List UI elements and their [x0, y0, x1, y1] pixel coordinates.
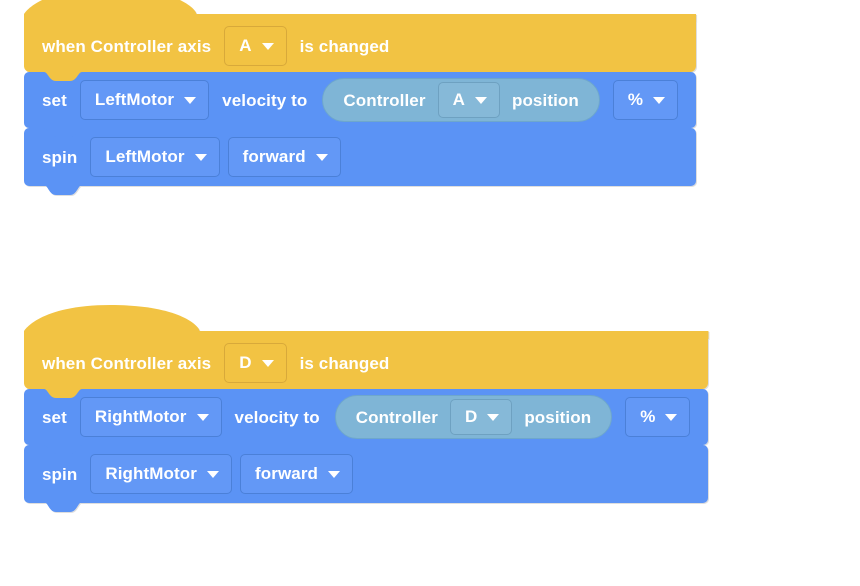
- spin-motor-dropdown[interactable]: LeftMotor: [90, 137, 220, 177]
- controller-axis-position-reporter[interactable]: Controller D position: [334, 395, 613, 439]
- script-stack-left-motor[interactable]: when Controller axis A is changed set Le…: [24, 0, 697, 195]
- spin-motor-dropdown-value: RightMotor: [105, 464, 197, 483]
- reporter-suffix-label: position: [524, 407, 592, 427]
- reporter-suffix-label: position: [511, 90, 579, 110]
- unit-dropdown[interactable]: %: [625, 397, 691, 437]
- spin-keyword: spin: [42, 464, 78, 484]
- chevron-down-icon: [474, 96, 487, 104]
- set-motor-velocity-block[interactable]: set RightMotor velocity to Controller D …: [24, 389, 709, 445]
- axis-dropdown-value: A: [239, 36, 252, 55]
- motor-dropdown-value: LeftMotor: [94, 90, 175, 109]
- chevron-down-icon: [196, 413, 209, 421]
- motor-dropdown[interactable]: RightMotor: [79, 397, 222, 437]
- set-keyword: set: [42, 407, 67, 427]
- chevron-down-icon: [665, 413, 678, 421]
- chevron-down-icon: [261, 359, 274, 367]
- chevron-down-icon: [328, 470, 341, 478]
- chevron-down-icon: [207, 470, 219, 478]
- chevron-down-icon: [184, 96, 197, 104]
- velocity-to-label: velocity to: [234, 407, 320, 427]
- set-motor-velocity-block[interactable]: set LeftMotor velocity to Controller A p…: [24, 72, 697, 128]
- script-stack-right-motor[interactable]: when Controller axis D is changed set Ri…: [24, 305, 709, 512]
- chevron-down-icon: [315, 153, 328, 161]
- spin-motor-block[interactable]: spin LeftMotor forward: [24, 128, 697, 195]
- unit-dropdown-value: %: [640, 407, 656, 426]
- axis-dropdown[interactable]: D: [224, 343, 287, 383]
- spin-direction-value: forward: [255, 464, 319, 483]
- spin-direction-value: forward: [242, 147, 306, 166]
- hat-label-prefix: when Controller axis: [42, 36, 212, 56]
- hat-label-suffix: is changed: [299, 36, 390, 56]
- unit-dropdown[interactable]: %: [612, 80, 679, 120]
- hat-label-prefix: when Controller axis: [42, 353, 212, 373]
- spin-direction-dropdown[interactable]: forward: [227, 137, 341, 177]
- reporter-axis-dropdown[interactable]: A: [437, 82, 500, 118]
- controller-axis-position-reporter[interactable]: Controller A position: [322, 78, 600, 122]
- block-top-notch: [40, 72, 86, 81]
- motor-dropdown[interactable]: LeftMotor: [79, 80, 210, 120]
- hat-block-cap-shape: [24, 0, 697, 22]
- chevron-down-icon: [261, 42, 274, 50]
- spin-motor-dropdown[interactable]: RightMotor: [90, 454, 232, 494]
- block-bottom-bump: [40, 502, 86, 512]
- spin-direction-dropdown[interactable]: forward: [240, 454, 354, 494]
- axis-dropdown[interactable]: A: [224, 26, 287, 66]
- spin-motor-dropdown-value: LeftMotor: [105, 147, 185, 166]
- hat-label-suffix: is changed: [299, 353, 390, 373]
- chevron-down-icon: [194, 153, 207, 161]
- chevron-down-icon: [487, 413, 500, 421]
- block-top-notch: [40, 128, 86, 137]
- spin-keyword: spin: [42, 147, 78, 167]
- reporter-axis-dropdown[interactable]: D: [449, 399, 513, 435]
- spin-motor-block[interactable]: spin RightMotor forward: [24, 445, 709, 512]
- motor-dropdown-value: RightMotor: [94, 407, 187, 426]
- set-keyword: set: [42, 90, 67, 110]
- block-bottom-bump: [40, 185, 86, 195]
- reporter-prefix-label: Controller: [355, 407, 438, 427]
- axis-dropdown-value: D: [239, 353, 252, 372]
- event-hat-block-axis-a[interactable]: when Controller axis A is changed: [24, 0, 697, 72]
- chevron-down-icon: [653, 96, 666, 104]
- event-hat-block-axis-d[interactable]: when Controller axis D is changed: [24, 305, 709, 389]
- reporter-prefix-label: Controller: [343, 90, 426, 110]
- velocity-to-label: velocity to: [222, 90, 308, 110]
- block-top-notch: [40, 389, 86, 398]
- hat-block-cap-shape: [24, 305, 709, 339]
- block-top-notch: [40, 445, 86, 454]
- unit-dropdown-value: %: [627, 90, 644, 109]
- reporter-axis-value: A: [452, 90, 465, 109]
- reporter-axis-value: D: [464, 407, 478, 426]
